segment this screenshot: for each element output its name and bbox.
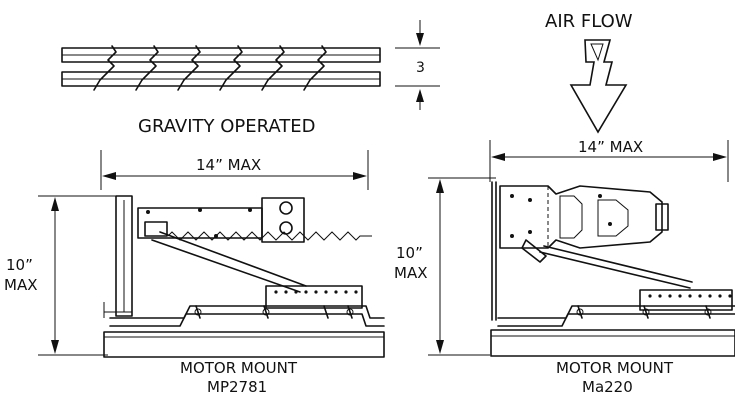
width-left-label: 14” MAX xyxy=(196,156,261,174)
damper-blade xyxy=(261,45,285,91)
bracket-hole xyxy=(688,294,692,298)
bracket-hole xyxy=(728,294,732,298)
air-flow-label: AIR FLOW xyxy=(545,11,633,32)
damper-blade xyxy=(135,45,159,91)
right-caption-line2: Ma220 xyxy=(582,378,633,396)
gravity-damper-blades xyxy=(93,45,327,91)
bracket-hole xyxy=(324,290,328,294)
bracket-hole xyxy=(334,290,338,294)
bracket-hole xyxy=(304,290,308,294)
bracket-hole xyxy=(294,290,298,294)
damper-blade xyxy=(219,45,243,91)
bracket-hole xyxy=(708,294,712,298)
spring-mp2781 xyxy=(167,231,372,241)
motor-mount-mp2781-drawing xyxy=(38,150,385,358)
clips-mp2781 xyxy=(194,305,354,319)
bracket-holes-mp2781 xyxy=(274,290,358,294)
height-left-label-2: MAX xyxy=(4,276,37,294)
height-right-label-2: MAX xyxy=(394,264,427,282)
height-left-label-1: 10” xyxy=(6,256,33,274)
bracket-hole xyxy=(648,294,652,298)
bracket-holes-ma220 xyxy=(648,294,732,298)
motor-mount-ma220-drawing xyxy=(428,140,735,357)
height-right-label-1: 10” xyxy=(396,244,423,262)
air-flow-arrow-icon xyxy=(569,39,628,134)
clips-ma220 xyxy=(576,305,712,319)
bracket-hole xyxy=(658,294,662,298)
gravity-operated-label: GRAVITY OPERATED xyxy=(138,116,316,137)
bracket-hole xyxy=(678,294,682,298)
bracket-hole xyxy=(354,290,358,294)
height-small-label: 3 xyxy=(416,60,425,76)
bracket-hole xyxy=(314,290,318,294)
bracket-hole xyxy=(668,294,672,298)
left-caption-line1: MOTOR MOUNT xyxy=(180,359,298,377)
bracket-hole xyxy=(274,290,278,294)
damper-blade xyxy=(303,45,327,91)
bracket-hole xyxy=(344,290,348,294)
right-caption-line1: MOTOR MOUNT xyxy=(556,359,674,377)
height-dimension-small xyxy=(395,20,440,110)
damper-blade xyxy=(93,45,117,91)
width-right-label: 14” MAX xyxy=(578,138,643,156)
bracket-hole xyxy=(718,294,722,298)
bracket-hole xyxy=(698,294,702,298)
damper-blade xyxy=(177,45,201,91)
left-caption-line2: MP2781 xyxy=(207,378,267,396)
bracket-hole xyxy=(284,290,288,294)
gravity-damper-drawing xyxy=(61,45,381,91)
